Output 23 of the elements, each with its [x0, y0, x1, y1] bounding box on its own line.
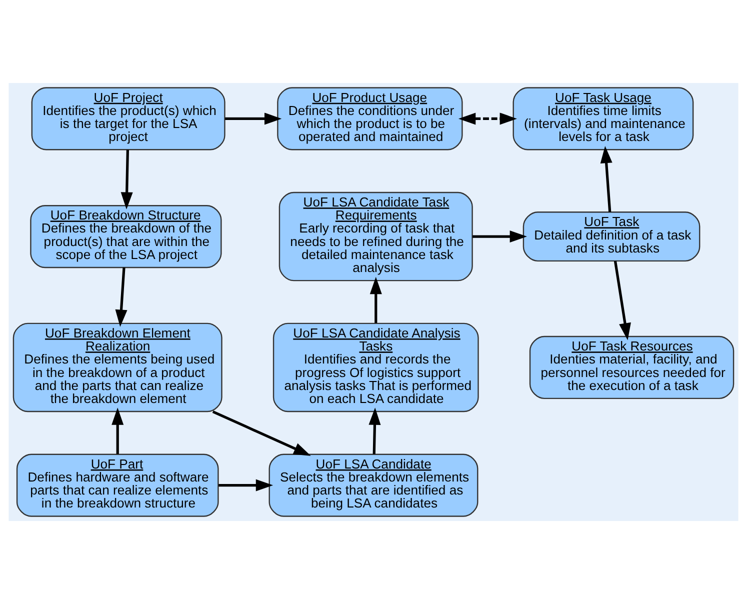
arrow — [218, 479, 274, 492]
node-box: UoF LSA Candidate Analysis Tasks Identifies and records the progress Of logistics support analysis tasks That is performed on each LSA candidate — [272, 322, 479, 412]
arrow — [600, 146, 612, 212]
arrow — [368, 408, 381, 454]
arrow — [614, 260, 631, 340]
node-box: UoF Task Resources Identies material, facility, and personnel resources needed for the execution of a task — [529, 336, 734, 399]
node-box: UoF LSA Candidate Selects the breakdown elements and parts that are identified as being LSA candidates — [268, 454, 478, 517]
arrow — [112, 408, 124, 454]
node-box: UoF Breakdown Structure Defines the breakdown of the product(s) that are within the scope of the LSA project — [30, 205, 222, 268]
node-box: UoF Project Identifies the product(s) which is the target for the LSA project — [31, 87, 226, 150]
arrow — [370, 276, 382, 323]
arrow — [120, 150, 133, 210]
node-box: UoF Breakdown Element Realization Defines the elements being used in the breakdown of a product and the parts that can realize the breakdown element — [12, 322, 222, 412]
arrow — [472, 230, 527, 243]
arrow — [458, 112, 517, 125]
node-box: UoF Product Usage Defines the conditions under which the product is to be operated and maintained — [277, 87, 463, 150]
node-box: UoF Part Defines hardware and software parts that can realize elements in the breakdown structure — [16, 454, 219, 517]
arrow — [212, 410, 311, 456]
arrow — [225, 112, 282, 125]
arrow — [115, 267, 128, 327]
node-box: UoF Task Detailed definition of a task and its subtasks — [522, 212, 700, 262]
node-box: UoF LSA Candidate Task Requirements Early recording of task that needs to be refined during the detailed maintenance task analysis — [278, 192, 473, 282]
node-box: UoF Task Usage Identifies time limits (intervals) and maintenance levels for a task — [512, 87, 694, 150]
